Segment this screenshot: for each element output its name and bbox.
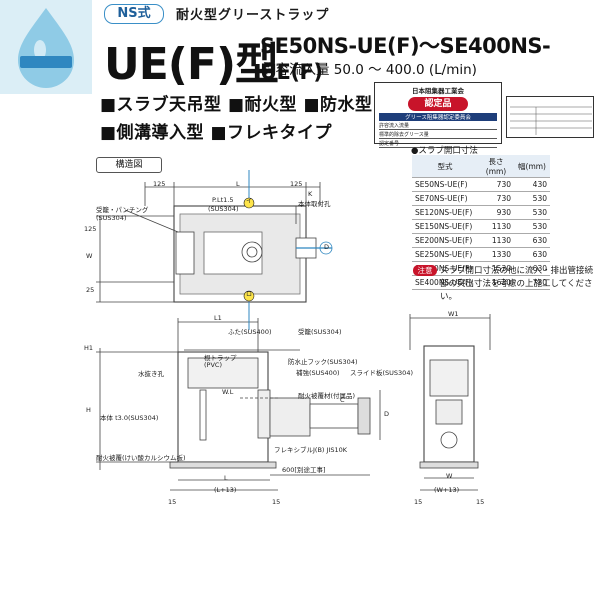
cert-stamp: 認定品 bbox=[408, 97, 468, 111]
dim-l-top: L bbox=[236, 180, 240, 188]
dim-k: K bbox=[308, 190, 313, 198]
dim-15-c: 15 bbox=[414, 498, 423, 506]
table-header-row: 型式 長さ(mm) 幅(mm) bbox=[412, 155, 550, 178]
features-line-2: ■側溝導入型 ■フレキタイプ bbox=[100, 123, 333, 143]
dim-15-b: 15 bbox=[272, 498, 281, 506]
dim-w-front: W bbox=[446, 472, 453, 480]
flow-in-marker: イ bbox=[246, 198, 253, 205]
label-flexible: フレキシブルJ(B) JIS10K bbox=[274, 446, 348, 454]
water-drop-logo-icon bbox=[18, 8, 74, 88]
nameplate-lines bbox=[510, 106, 592, 135]
label-fire-cover-parts: 耐火被覆材(付属品) bbox=[298, 392, 356, 400]
product-category: 耐火型グリーストラップ bbox=[176, 8, 330, 23]
opening-table-title: ●スラブ開口寸法 bbox=[411, 146, 478, 156]
cert-row: 認定番号 bbox=[379, 140, 497, 148]
dim-h1: H1 bbox=[84, 344, 94, 352]
label-root-trap: 根トラップ bbox=[204, 354, 237, 362]
label-fire-cover: 耐火被覆(けい酸カルシウム板) bbox=[96, 454, 186, 462]
label-slide-plate: スライド板(SUS304) bbox=[350, 369, 413, 377]
dim-w-sum: (W+13) bbox=[434, 486, 460, 494]
label-pl-mat: (SUS304) bbox=[208, 205, 239, 213]
dim-15-a: 15 bbox=[168, 498, 177, 506]
label-drain-plug: 水抜き孔 bbox=[138, 370, 164, 378]
flow-rate: 許容流入量 50.0 ～ 400.0 (L/min) bbox=[262, 62, 477, 78]
label-reinforce: 補強(SUS400) bbox=[296, 369, 340, 377]
features-line-1: ■スラブ天吊型 ■耐火型 ■防水型 bbox=[100, 95, 373, 115]
dim-15-d: 15 bbox=[476, 498, 485, 506]
dim-w-side: W bbox=[86, 252, 93, 260]
certification-panel: 日本阻集器工業会 認定品 グリース阻集器認定委員会 許容流入流量 標準的除去グリ… bbox=[374, 82, 502, 148]
label-fall-hook: 防水止フック(SUS304) bbox=[288, 358, 358, 366]
model-range: SE50NS-UE(F)～SE400NS-UE(F) bbox=[260, 34, 551, 84]
dim-h: H bbox=[86, 406, 91, 414]
dim-c: C bbox=[340, 396, 345, 404]
dim-125-a: 125 bbox=[153, 180, 166, 188]
note-tag: 注意 bbox=[413, 265, 437, 276]
label-punching: 受籠・パンチング (SUS304) bbox=[96, 206, 149, 222]
dim-125-c: 125 bbox=[84, 225, 97, 233]
brand-logo bbox=[0, 0, 92, 94]
dim-125-b: 125 bbox=[290, 180, 303, 188]
dim-d-side: D bbox=[384, 410, 390, 418]
label-body: 本体 t3.0(SUS304) bbox=[100, 414, 159, 422]
dim-site-work: 600[別途工事] bbox=[282, 466, 326, 474]
dim-l-sum: (L+13) bbox=[214, 486, 237, 494]
cert-row: 許容流入流量 bbox=[379, 122, 497, 130]
dim-w1: W1 bbox=[448, 310, 459, 318]
model-title: UE(F)型 bbox=[104, 39, 279, 90]
label-mount-hole: 本体取付孔 bbox=[298, 200, 331, 208]
label-pl: P.Lt1.5 bbox=[212, 196, 234, 204]
label-basket: 受籠(SUS304) bbox=[298, 328, 342, 336]
label-wl: W.L bbox=[222, 388, 234, 396]
section-title: 構造図 bbox=[96, 157, 162, 173]
label-lid: ふた(SUS400) bbox=[228, 328, 272, 336]
cert-org: 日本阻集器工業会 bbox=[412, 87, 464, 95]
ns-badge: NS式 bbox=[104, 4, 164, 24]
cert-row: 標準的除去グリース量 bbox=[379, 131, 497, 139]
dim-l-side: L bbox=[224, 474, 228, 482]
header-model: 型式 bbox=[412, 155, 478, 178]
dim-25: 25 bbox=[86, 286, 95, 294]
label-root-trap-mat: (PVC) bbox=[204, 361, 222, 369]
cert-subtitle: グリース阻集器認定委員会 bbox=[379, 113, 497, 121]
nameplate-image bbox=[506, 96, 594, 138]
note-text: スラブ開口寸法の他に流入・排出管接続部の突出寸法を考慮の上施工してください。 bbox=[440, 266, 594, 302]
dim-d-top: D bbox=[324, 243, 330, 251]
header-width: 幅(mm) bbox=[514, 155, 550, 178]
header-length: 長さ(mm) bbox=[478, 155, 514, 178]
dim-l1: L1 bbox=[214, 314, 222, 322]
flow-out-marker: ロ bbox=[246, 291, 253, 298]
